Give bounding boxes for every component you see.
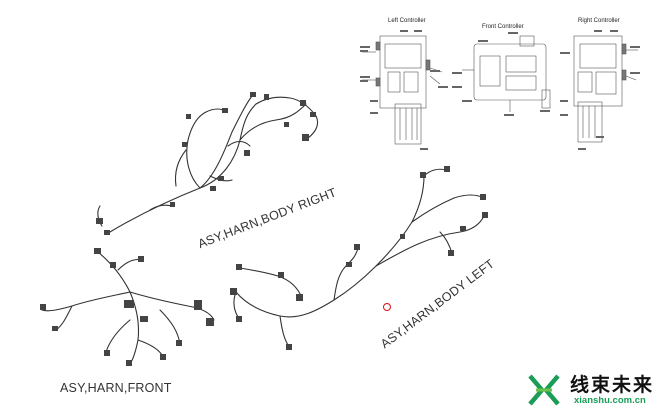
harness-front-connectors [40,248,214,366]
left-controller-drawing [362,35,443,145]
right-controller-title: Right Controller [578,18,620,24]
callout-marker [383,303,391,311]
front-controller-drawing [462,35,551,112]
front-label: ASY,HARN,FRONT [60,381,172,395]
front-controller-title: Front Controller [482,24,524,30]
harness-body-right-connectors [96,92,316,235]
harness-body-left-drawing [233,168,485,349]
harness-body-left-connectors [230,166,488,350]
logo-chinese-text: 线束未来 [570,374,655,396]
logo-url-text: xianshu.com.cn [574,395,646,406]
right-controller-drawing [573,35,638,143]
left-controller-title: Left Controller [388,18,426,24]
brand-logo: 线束未来 xianshu.com.cn [524,370,670,412]
controller-callouts [360,30,640,150]
logo-mark-icon [528,374,560,406]
